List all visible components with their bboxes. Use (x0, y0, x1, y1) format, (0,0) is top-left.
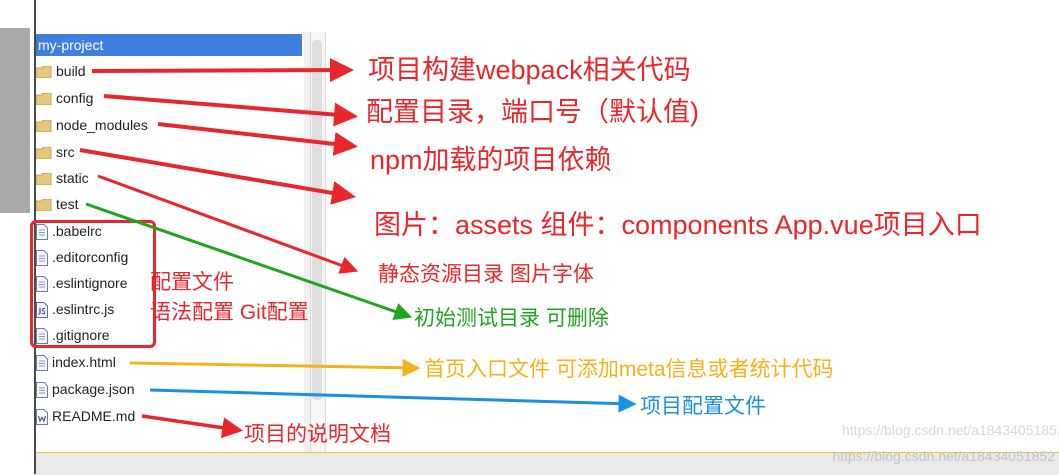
arrow-src (79, 148, 356, 205)
annotation-config-files: 配置文件 (150, 271, 234, 294)
tree-folder-static[interactable]: static (36, 167, 89, 189)
arrow-static (97, 174, 359, 274)
frame-left-border (34, 0, 36, 474)
doc-icon (36, 355, 48, 372)
tree-label: .eslintrc.js (52, 301, 115, 317)
tree-label: test (56, 196, 79, 212)
arrow-test (85, 202, 413, 321)
watermark-shadow: https://blog.csdn.net/a18434051852 (842, 422, 1059, 438)
annotation-config-files-detail: 语法配置 Git配置 (150, 301, 309, 324)
tree-file-readme[interactable]: README.md (36, 405, 135, 427)
arrow-readme (141, 414, 244, 439)
tree-label: node_modules (56, 117, 148, 133)
tree-file-gitignore[interactable]: .gitignore (36, 324, 110, 346)
tree-folder-config[interactable]: config (36, 87, 93, 109)
tree-label: .gitignore (52, 327, 110, 343)
tree-label: .eslintignore (52, 275, 128, 291)
folder-icon (36, 66, 52, 79)
tree-label: build (56, 63, 86, 79)
tree-label: index.html (52, 354, 116, 370)
annotation-index: 首页入口文件 可添加meta信息或者统计代码 (424, 358, 834, 381)
watermark: https://blog.csdn.net/a18434051852 (832, 448, 1055, 464)
arrow-config (103, 94, 358, 127)
folder-icon (36, 93, 52, 106)
frame-bottom-bar (36, 452, 1059, 475)
tree-label: package.json (52, 381, 135, 397)
annotation-test: 初始测试目录 可删除 (414, 307, 609, 330)
annotation-config: 配置目录，端口号（默认值) (366, 97, 699, 127)
tree-folder-src[interactable]: src (36, 141, 75, 163)
tree-file-eslintignore[interactable]: .eslintignore (36, 272, 128, 294)
doc-icon (36, 382, 48, 399)
tree-label: README.md (52, 408, 136, 424)
annotation-build: 项目构建webpack相关代码 (368, 55, 691, 85)
tree-label: .editorconfig (52, 249, 129, 265)
folder-icon (36, 173, 52, 186)
folder-icon (36, 199, 52, 212)
arrow-node-modules (157, 122, 358, 156)
folder-icon (36, 147, 52, 160)
tree-file-index-html[interactable]: index.html (36, 351, 116, 373)
doc-icon (36, 224, 48, 241)
folder-icon (36, 120, 52, 133)
annotation-node-modules: npm加载的项目依赖 (370, 145, 612, 175)
project-root[interactable]: my-project (36, 34, 302, 56)
annotation-readme: 项目的说明文档 (244, 423, 391, 446)
tree-file-package-json[interactable]: package.json (36, 378, 135, 400)
tree-file-editorconfig[interactable]: .editorconfig (36, 246, 128, 268)
doc-icon (36, 250, 48, 267)
panel-separator (304, 32, 310, 452)
tree-label: .babelrc (52, 223, 102, 239)
doc-icon (36, 328, 48, 345)
arrow-package (149, 388, 637, 413)
tree-file-eslintrc[interactable]: .eslintrc.js (36, 298, 114, 320)
word-icon (36, 409, 48, 426)
doc-icon (36, 276, 48, 293)
annotation-package: 项目配置文件 (640, 395, 766, 418)
left-gutter (0, 0, 30, 474)
tree-file-babelrc[interactable]: .babelrc (36, 220, 102, 242)
left-grey-bar (0, 28, 30, 213)
arrow-build (91, 58, 354, 83)
annotation-src: 图片：assets 组件：components App.vue项目入口 (374, 210, 982, 240)
arrow-index (129, 358, 421, 377)
tree-folder-build[interactable]: build (36, 60, 86, 82)
config-files-highlight-box (30, 220, 156, 348)
tree-label: src (56, 144, 75, 160)
scrollbar-thumb[interactable] (312, 40, 322, 400)
js-icon (36, 302, 48, 319)
tree-folder-node-modules[interactable]: node_modules (36, 114, 148, 136)
annotation-static: 静态资源目录 图片字体 (378, 263, 594, 286)
tree-label: config (56, 90, 94, 106)
tree-label: static (56, 170, 89, 186)
tree-folder-test[interactable]: test (36, 193, 79, 215)
